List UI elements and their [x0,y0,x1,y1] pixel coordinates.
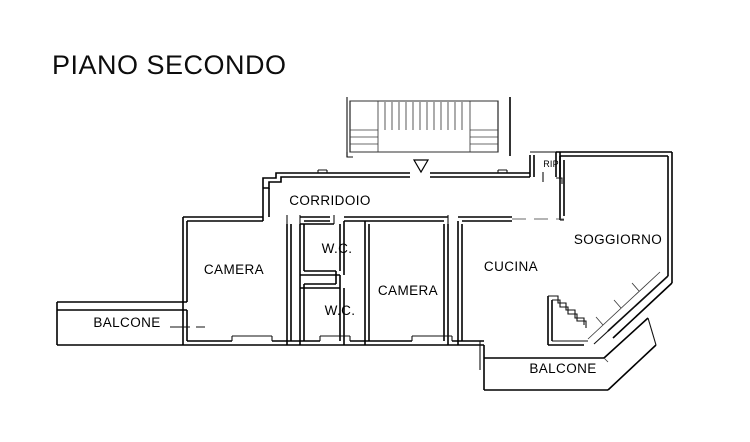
cucina-stepped-wall [547,295,588,346]
page-title: PIANO SECONDO [52,50,287,80]
room-label-wc-1: W.C. [322,241,353,256]
room-label-ripostiglio: RIP [543,159,559,169]
room-label-balcone-left: BALCONE [93,315,160,330]
staircase [346,97,511,158]
room-label-cucina: CUCINA [484,259,538,274]
room-label-balcone-right: BALCONE [529,361,596,376]
room-label-camera-2: CAMERA [378,283,438,298]
diagonal-balcony-strip [587,271,669,345]
balcone-left [56,301,205,346]
room-label-soggiorno: SOGGIORNO [574,232,662,247]
room-label-wc-2: W.C. [325,303,356,318]
room-labels: CORRIDOIO CAMERA W.C. W.C. CAMERA CUCINA… [93,159,662,376]
soggiorno-exterior-walls [556,151,673,339]
room-label-corridoio: CORRIDOIO [289,193,371,208]
interior-partition-upper [183,188,564,224]
room-label-camera-1: CAMERA [204,262,264,277]
level-triangle-marker [412,159,430,174]
camera-1-walls [182,217,292,345]
balcone-right [483,317,657,391]
bottom-exterior-wall [183,335,485,372]
camera-2-walls [364,221,449,345]
corridor-top-wall [262,169,530,189]
wc-rooms-walls [299,221,345,345]
cucina-walls [457,221,463,345]
stair-treads [384,102,463,130]
